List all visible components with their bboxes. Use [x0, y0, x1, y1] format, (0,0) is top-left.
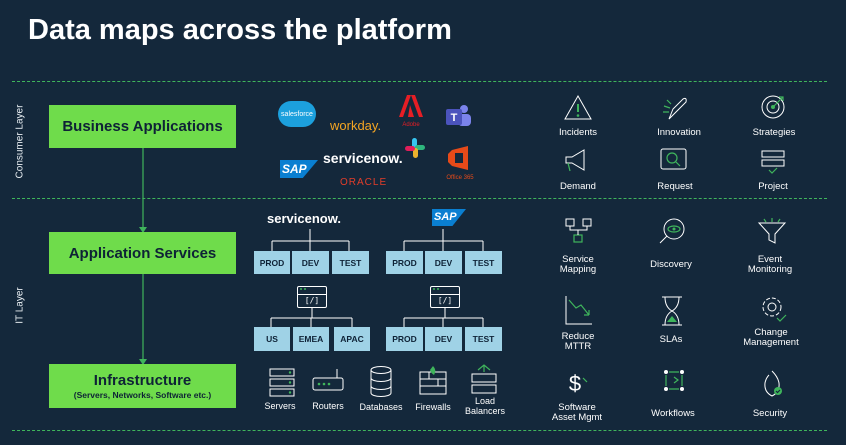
right-bottom-node-3: TEST	[465, 327, 502, 351]
salesforce-logo-text: salesforce	[281, 110, 313, 118]
right-bottom-node-2: DEV	[425, 327, 462, 351]
infra-item-load-balancers: Load Balancers	[464, 396, 506, 416]
divider-top	[12, 81, 827, 82]
hourglass-icon	[662, 296, 682, 326]
right-top-node-3: TEST	[465, 251, 502, 274]
firewall-icon	[419, 366, 447, 395]
right-top-node-1: PROD	[386, 251, 423, 274]
code-window-dot	[437, 288, 439, 290]
svg-text:$: $	[569, 371, 581, 396]
feature-request-label: Request	[657, 181, 693, 192]
teams-logo: T	[444, 103, 472, 129]
magnifier-eye-icon	[659, 218, 685, 244]
project-icon	[761, 150, 785, 174]
workday-logo: workday.	[330, 118, 382, 133]
svg-text:T: T	[451, 112, 458, 124]
teams-icon: T	[446, 105, 471, 126]
feature-discovery-label: Discovery	[650, 259, 692, 270]
left-bottom-node-3: APAC	[334, 327, 370, 351]
left-top-node-1: PROD	[254, 251, 290, 274]
adobe-logo-text: Adobe	[402, 122, 420, 128]
business-applications-label: Business Applications	[62, 118, 223, 135]
shield-fire-icon	[764, 370, 782, 397]
hierarchy-icon	[565, 218, 592, 243]
server-icon	[269, 368, 295, 397]
chat-search-icon	[660, 148, 687, 170]
office365-logo-text: Office 365	[446, 175, 474, 181]
adobe-mark-icon	[399, 95, 423, 117]
right-top-node-2: DEV	[425, 251, 462, 274]
code-glyph: [/]	[437, 296, 453, 305]
application-services-box: Application Services	[49, 232, 236, 274]
infra-item-databases: Databases	[359, 402, 403, 412]
application-services-label: Application Services	[68, 244, 217, 262]
infrastructure-sublabel: (Servers, Networks, Software etc.)	[73, 390, 212, 400]
feature-slas-label: SLAs	[659, 334, 683, 345]
infrastructure-box: Infrastructure (Servers, Networks, Softw…	[49, 364, 236, 408]
rocket-icon	[663, 97, 687, 120]
load-balancer-icon	[471, 364, 497, 394]
code-window-dot	[300, 288, 302, 290]
left-top-node-3: TEST	[332, 251, 369, 274]
chart-down-icon	[565, 296, 592, 325]
code-window-dot	[304, 288, 306, 290]
code-window-dot	[433, 288, 435, 290]
business-applications-box: Business Applications	[49, 105, 236, 148]
database-icon	[370, 366, 392, 397]
code-window-icon: [/]	[430, 286, 460, 308]
left-top-node-2: DEV	[292, 251, 329, 274]
feature-workflows-label: Workflows	[651, 408, 695, 419]
office365-logo: Office 365	[444, 146, 476, 182]
code-window-titlebar	[298, 287, 326, 295]
page-title: Data maps across the platform	[28, 14, 452, 46]
megaphone-icon	[565, 149, 585, 172]
funnel-icon	[757, 218, 787, 244]
office-mark-icon	[448, 146, 468, 170]
feature-demand-label: Demand	[560, 181, 596, 192]
slack-icon	[405, 138, 425, 158]
feature-software-asset-mgmt-label: Software Asset Mgmt	[551, 402, 603, 424]
left-bottom-node-1: US	[254, 327, 290, 351]
infra-item-firewalls: Firewalls	[415, 402, 451, 412]
divider-bottom	[12, 430, 827, 431]
infra-item-routers: Routers	[312, 401, 344, 411]
target-icon	[761, 95, 785, 119]
salesforce-logo: salesforce	[278, 101, 316, 127]
warning-icon	[564, 94, 592, 120]
code-window-icon: [/]	[297, 286, 327, 308]
slack-logo	[404, 137, 426, 159]
dollar-icon: $	[569, 371, 588, 396]
servicenow-logo: servicenow.	[323, 150, 403, 166]
feature-innovation-label: Innovation	[657, 127, 701, 138]
adobe-logo: Adobe	[397, 95, 425, 129]
feature-strategies-label: Strategies	[752, 127, 796, 138]
feature-project-label: Project	[758, 181, 788, 192]
servicenow-logo-app: servicenow.	[267, 211, 341, 226]
right-bottom-node-1: PROD	[386, 327, 423, 351]
feature-service-mapping-label: Service Mapping	[559, 254, 597, 276]
left-bottom-node-2: EMEA	[293, 327, 329, 351]
feature-security-label: Security	[752, 408, 788, 419]
infra-item-servers: Servers	[264, 401, 296, 411]
feature-change-management-label: Change Management	[743, 327, 799, 349]
oracle-logo: ORACLE	[340, 177, 388, 188]
code-glyph: [/]	[304, 296, 320, 305]
router-icon	[312, 369, 344, 391]
infrastructure-label: Infrastructure	[93, 372, 192, 389]
workflow-icon	[664, 370, 684, 391]
gear-check-icon	[762, 297, 787, 322]
feature-reduce-mttr-label: Reduce MTTR	[561, 331, 595, 353]
code-window-titlebar	[431, 287, 459, 295]
feature-incidents-label: Incidents	[558, 127, 598, 138]
divider-middle	[12, 198, 827, 199]
feature-event-monitoring-label: Event Monitoring	[747, 254, 793, 276]
